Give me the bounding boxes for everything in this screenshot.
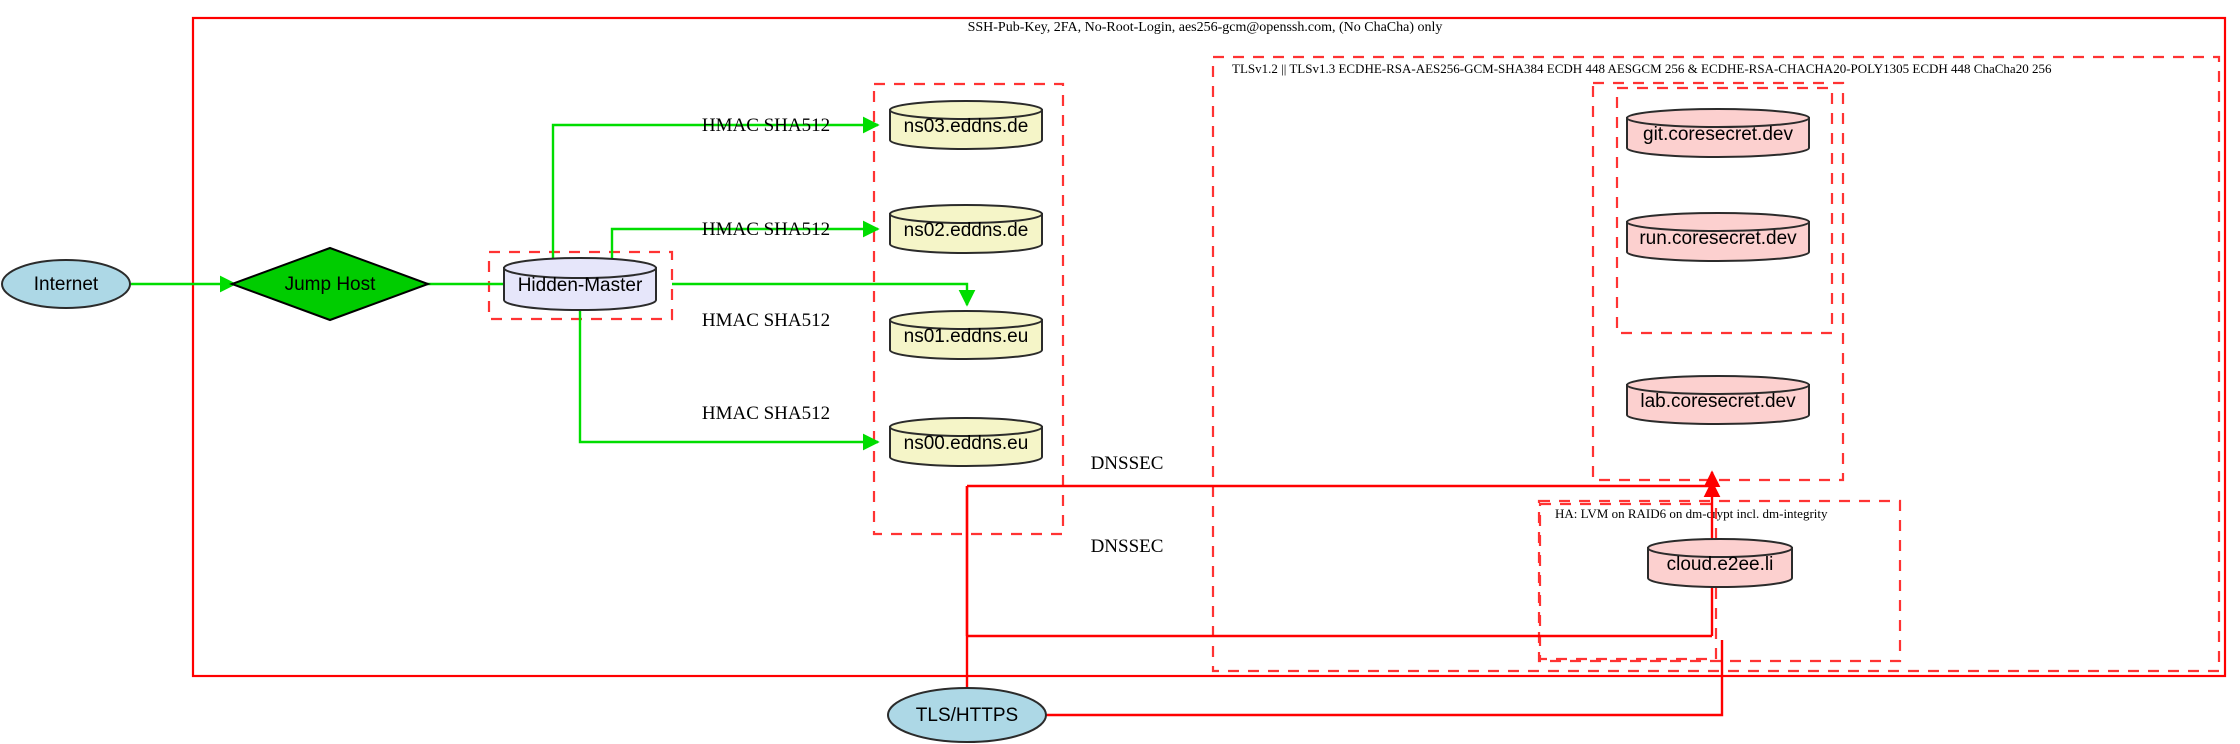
ssh-boundary-label: SSH-Pub-Key, 2FA, No-Root-Login, aes256-… [968,20,1443,35]
git-label: git.coresecret.dev [1643,124,1793,145]
cloud-cylinder-top [1647,538,1793,558]
node-tls-https[interactable]: TLS/HTTPS [887,687,1047,743]
hidden-master-cylinder-body [503,267,657,311]
edge-hiddenmaster-to-ns00 [578,305,880,451]
git-cylinder-top [1626,108,1810,128]
edge-label-hmac-ns02: HMAC SHA512 [702,219,830,240]
node-ns02[interactable]: ns02.eddns.de [889,204,1043,254]
edge-hiddenmaster-to-ns02 [610,220,880,267]
ns00-label: ns00.eddns.eu [904,433,1029,454]
tls-boundary-box [1211,55,2221,673]
git-cylinder-body [1626,117,1810,158]
ns03-label: ns03.eddns.de [904,116,1029,137]
node-run-coresecret[interactable]: run.coresecret.dev [1626,212,1810,262]
edge-hiddenmaster-to-ns03 [551,116,880,267]
hidden-master-label: Hidden-Master [518,275,643,296]
ssh-boundary-box [191,16,2227,678]
tls-https-label: TLS/HTTPS [916,705,1018,726]
lab-cylinder-top [1626,375,1810,395]
edge-hiddenmaster-to-ns01 [672,282,976,307]
hidden-master-cylinder-top [503,257,657,279]
ns00-cylinder-body [889,426,1043,467]
node-hidden-master[interactable]: Hidden-Master [503,257,657,311]
coresecret-inner-cluster-box [1615,86,1834,335]
ns01-cylinder-body [889,319,1043,360]
ns03-cylinder-body [889,109,1043,150]
coresecret-cluster-box [1591,81,1845,482]
ns03-cylinder-top [889,100,1043,120]
node-jump-host[interactable]: Jump Host [229,246,431,322]
run-cylinder-body [1626,221,1810,262]
internet-label: Internet [34,274,99,295]
jump-host-diamond [229,246,431,322]
jump-host-label: Jump Host [285,274,377,295]
ns01-label: ns01.eddns.eu [904,326,1029,347]
ns00-cylinder-top [889,417,1043,437]
edge-label-hmac-ns01: HMAC SHA512 [702,310,830,331]
edge-label-hmac-ns00: HMAC SHA512 [702,403,830,424]
ns02-cylinder-body [889,213,1043,254]
ns01-cylinder-top [889,310,1043,330]
run-cylinder-top [1626,212,1810,232]
node-ns00[interactable]: ns00.eddns.eu [889,417,1043,467]
ns02-label: ns02.eddns.de [904,220,1029,241]
lab-cylinder-body [1626,384,1810,425]
node-ns03[interactable]: ns03.eddns.de [889,100,1043,150]
node-ns01[interactable]: ns01.eddns.eu [889,310,1043,360]
edge-tlshttps-riser-lower [1005,640,1724,717]
tls-boundary-label: TLSv1.2 || TLSv1.3 ECDHE-RSA-AES256-GCM-… [1232,61,2052,76]
edge-label-dnssec-upper: DNSSEC [1091,453,1164,474]
internet-ellipse [1,259,131,309]
node-cloud-e2ee[interactable]: cloud.e2ee.li [1647,538,1793,588]
ha-cluster-label: HA: LVM on RAID6 on dm-crypt incl. dm-in… [1555,506,1828,521]
ns02-cylinder-top [889,204,1043,224]
node-lab-coresecret[interactable]: lab.coresecret.dev [1626,375,1810,425]
cloud-label: cloud.e2ee.li [1667,554,1774,575]
edge-label-dnssec-lower: DNSSEC [1091,536,1164,557]
cloud-inner-cluster-box [1538,502,1718,661]
cloud-cylinder-body [1647,547,1793,588]
node-internet[interactable]: Internet [1,259,131,309]
run-label: run.coresecret.dev [1639,228,1797,249]
node-git-coresecret[interactable]: git.coresecret.dev [1626,108,1810,158]
lab-label: lab.coresecret.dev [1640,391,1796,412]
edge-label-hmac-ns03: HMAC SHA512 [702,115,830,136]
tls-https-ellipse [887,687,1047,743]
